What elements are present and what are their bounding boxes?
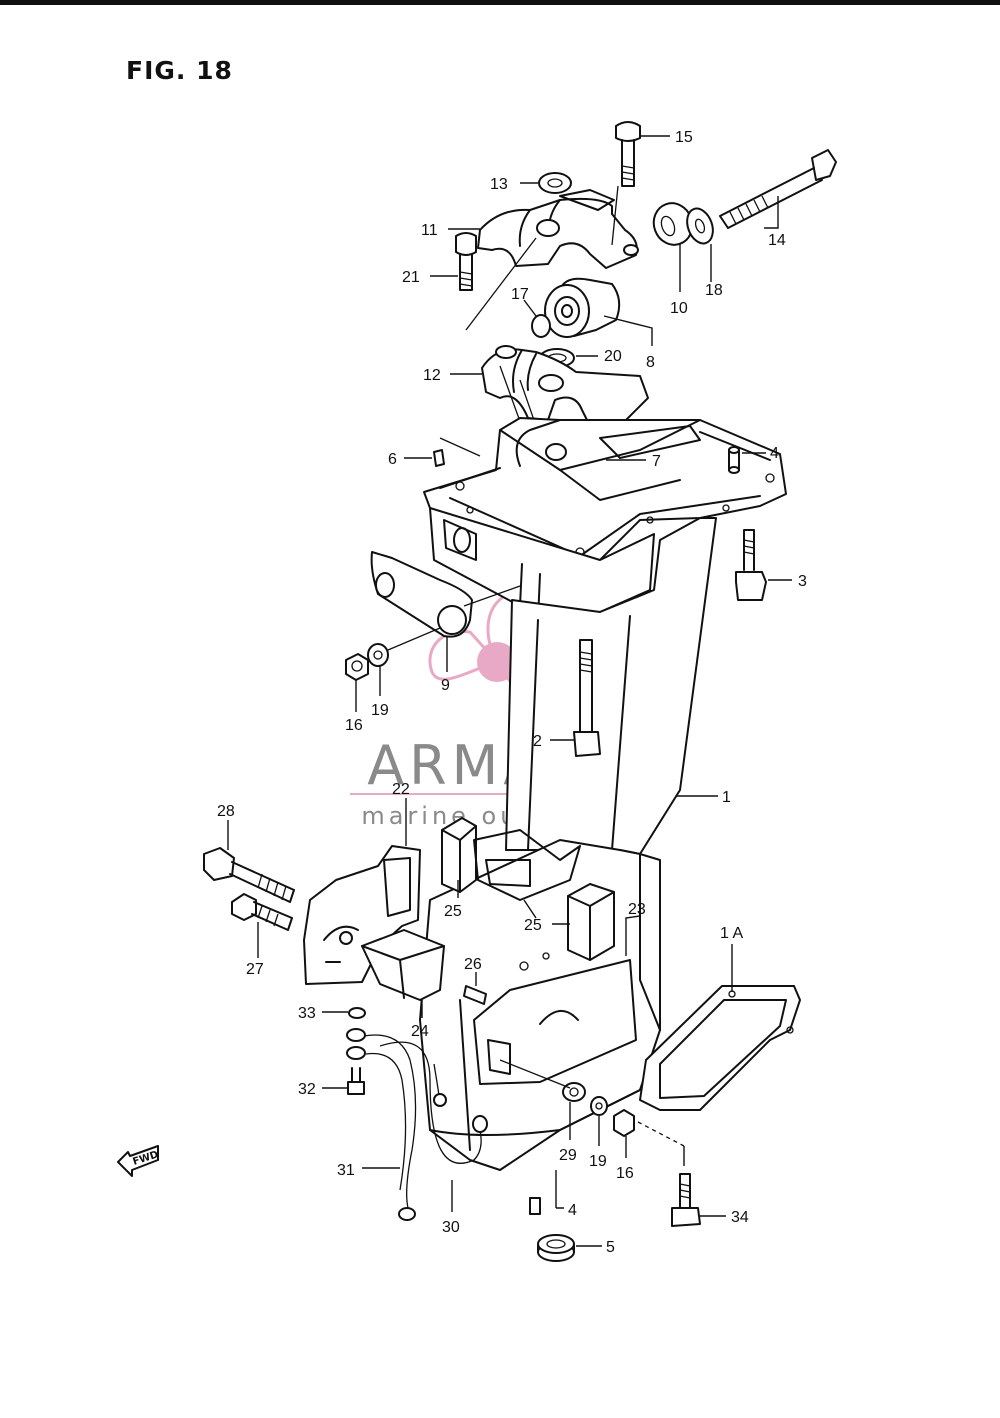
part-8-rubber-mount	[544, 277, 621, 338]
callout-13: 13	[490, 176, 508, 193]
top-border-rule	[0, 0, 1000, 5]
part-1-driveshaft-housing	[419, 417, 787, 1171]
callout-19-lower: 19	[589, 1153, 607, 1170]
part-13-washer	[538, 172, 572, 194]
part-34-bolt	[671, 1173, 701, 1227]
callout-33: 33	[298, 1005, 316, 1022]
part-30-ground-wire	[379, 1041, 488, 1164]
part-19-washer-lower	[590, 1096, 608, 1116]
callout-20: 20	[604, 348, 622, 365]
callout-6: 6	[388, 451, 397, 468]
callout-16-upper: 16	[345, 717, 363, 734]
part-18-washer	[686, 207, 714, 245]
callout-3: 3	[798, 573, 807, 590]
callout-23: 23	[628, 901, 646, 918]
callout-29: 29	[559, 1147, 577, 1164]
callout-16-lower: 16	[616, 1165, 634, 1182]
part-4-dowel-pin-lower	[529, 1197, 541, 1215]
callout-14: 14	[768, 232, 786, 249]
part-33-washer	[348, 1007, 366, 1019]
part-24-rubber-mount	[361, 929, 445, 1001]
callout-25-left: 25	[444, 903, 462, 920]
callout-2: 2	[533, 733, 542, 750]
part-16-nut	[345, 653, 369, 681]
callout-10: 10	[670, 300, 688, 317]
callout-26: 26	[464, 956, 482, 973]
part-21-bolt	[455, 232, 477, 291]
part-19-washer	[367, 643, 389, 667]
part-6-pin	[433, 449, 445, 467]
callout-30: 30	[442, 1219, 460, 1236]
callout-12: 12	[423, 367, 441, 384]
part-2-stud	[573, 639, 601, 757]
callout-15: 15	[675, 129, 693, 146]
part-27-bolt	[231, 893, 293, 931]
callout-28: 28	[217, 803, 235, 820]
callout-1: 1	[722, 789, 731, 806]
callout-7: 7	[652, 453, 661, 470]
callout-4-lower: 4	[568, 1202, 577, 1219]
part-31-ground-wire	[346, 1028, 417, 1221]
callout-11: 11	[421, 222, 438, 239]
callout-31: 31	[337, 1162, 355, 1179]
part-26-pin	[463, 985, 487, 1005]
callout-19-upper: 19	[371, 702, 389, 719]
callout-22: 22	[392, 781, 410, 798]
part-16-nut-lower	[613, 1109, 635, 1137]
part-14-long-bolt	[719, 149, 837, 229]
callout-34: 34	[731, 1209, 749, 1226]
part-17-washer	[531, 314, 551, 338]
callout-labels: 15 13 11 14 21 17 10 18 8 20 12 6 7 4 3 …	[217, 129, 807, 1256]
callout-8: 8	[646, 354, 655, 371]
callout-25-right: 25	[524, 917, 542, 934]
callout-18: 18	[705, 282, 723, 299]
part-3-bolt	[735, 529, 767, 601]
callout-1a: 1 A	[720, 925, 743, 942]
upper-mount-group	[455, 121, 837, 561]
callout-17: 17	[511, 286, 529, 303]
part-22-lower-mount	[303, 845, 421, 985]
callout-9: 9	[441, 677, 450, 694]
part-29-washer	[562, 1082, 586, 1102]
part-32-screw	[347, 1067, 365, 1095]
part-1a-gasket	[639, 985, 801, 1111]
callout-21: 21	[402, 269, 420, 286]
part-5-oil-seal	[537, 1234, 575, 1262]
figure-title: FIG. 18	[126, 56, 233, 85]
part-28-bolt	[203, 847, 295, 903]
callout-5: 5	[606, 1239, 615, 1256]
part-15-bolt	[615, 121, 641, 187]
callout-24: 24	[411, 1023, 429, 1040]
callout-4-upper: 4	[770, 445, 779, 462]
callout-27: 27	[246, 961, 264, 978]
fwd-arrow-icon: FWD	[117, 1145, 160, 1177]
callout-32: 32	[298, 1081, 316, 1098]
part-9-mount-plate	[370, 551, 521, 638]
part-4-dowel-pin	[728, 446, 740, 474]
leader-lines	[227, 135, 792, 1247]
